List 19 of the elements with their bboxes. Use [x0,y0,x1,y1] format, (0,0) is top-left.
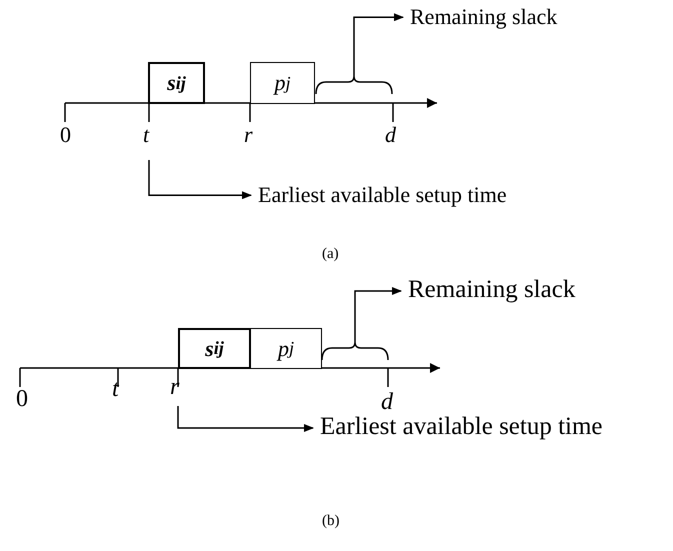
axis-label: 0 [16,386,28,413]
leader-arrow [177,406,314,432]
axis-label: t [143,122,150,148]
curly-brace [321,341,389,360]
annotation-text: Remaining slack [408,276,576,304]
annotation-text: Earliest available setup time [258,182,507,208]
axis-label: 0 [60,122,71,148]
axis-label: d [385,122,396,148]
panel-caption: (b) [322,513,340,530]
leader-arrow [353,13,404,76]
curly-brace [315,75,393,94]
annotation-text: Remaining slack [410,4,558,30]
axis-label: d [381,389,393,416]
annotation-text: Earliest available setup time [320,413,603,441]
leader-arrow [354,287,402,342]
leader-arrow [148,160,252,200]
axis-label: r [244,122,253,148]
axis-label: t [112,376,119,403]
panel-caption: (a) [322,246,339,263]
